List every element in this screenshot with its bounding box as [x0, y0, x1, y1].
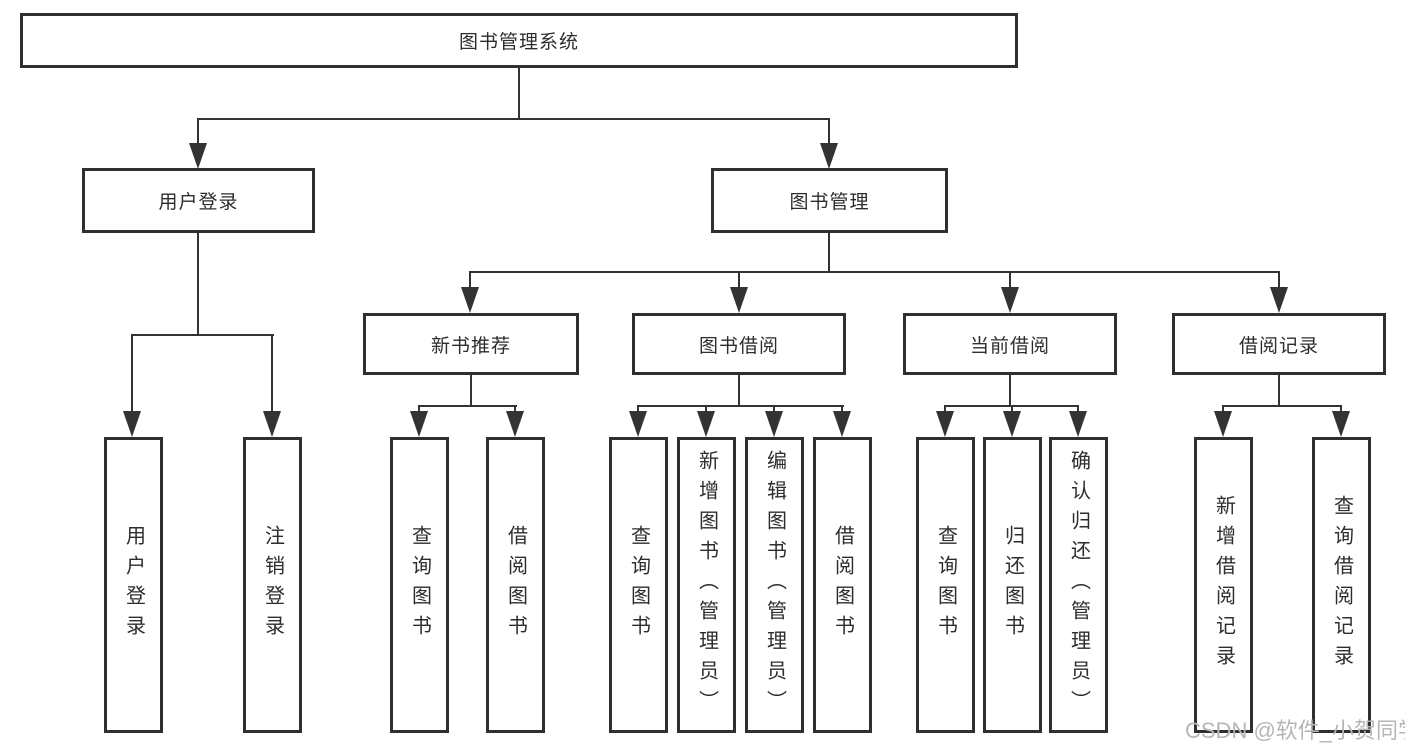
node-label: 查询借阅记录	[1330, 495, 1353, 675]
node-label: 新增图书（管理员）	[695, 450, 718, 720]
node-label: 注销登录	[261, 525, 284, 645]
leaf-user-login: 用户登录	[104, 437, 163, 733]
leaf-query-borrowing-record: 查询借阅记录	[1312, 437, 1371, 733]
connector-branch	[637, 405, 844, 407]
arrowhead-down-icon	[629, 411, 647, 437]
connector-stem	[1009, 375, 1011, 407]
node-label: 查询图书	[627, 525, 650, 645]
arrowhead-down-icon	[506, 411, 524, 437]
arrowhead-down-icon	[189, 143, 207, 169]
node-book-borrowing: 图书借阅	[632, 313, 846, 375]
node-user-login: 用户登录	[82, 168, 315, 233]
connector-stem	[514, 405, 516, 415]
node-label: 借阅图书	[831, 525, 854, 645]
leaf-return-books: 归还图书	[983, 437, 1042, 733]
node-label: 查询图书	[934, 525, 957, 645]
arrowhead-down-icon	[765, 411, 783, 437]
node-borrowing-records: 借阅记录	[1172, 313, 1386, 375]
connector-stem	[841, 405, 843, 415]
connector-stem	[773, 405, 775, 415]
node-label: 新书推荐	[430, 335, 511, 357]
connector-stem	[637, 405, 639, 415]
node-label: 编辑图书（管理员）	[763, 450, 786, 720]
arrowhead-down-icon	[730, 287, 748, 313]
leaf-query-books-recommend: 查询图书	[390, 437, 449, 733]
arrowhead-down-icon	[263, 411, 281, 437]
connector-branch	[469, 271, 1280, 273]
node-book-management: 图书管理	[711, 168, 948, 233]
connector-stem	[738, 375, 740, 407]
connector-stem	[470, 375, 472, 407]
connector-stem	[1009, 271, 1011, 289]
connector-stem	[705, 405, 707, 415]
leaf-add-borrowing-record: 新增借阅记录	[1194, 437, 1253, 733]
connector-stem	[828, 233, 830, 273]
node-label: 图书借阅	[698, 335, 779, 357]
connector-stem	[1278, 375, 1280, 407]
leaf-logout: 注销登录	[243, 437, 302, 733]
watermark: CSDN @软件_小贺同学	[1185, 718, 1405, 743]
connector-branch	[131, 334, 274, 336]
arrowhead-down-icon	[123, 411, 141, 437]
connector-root-branch	[197, 118, 830, 120]
leaf-add-books-admin: 新增图书（管理员）	[677, 437, 736, 733]
node-current-borrowing: 当前借阅	[903, 313, 1117, 375]
leaf-borrow-books-recommend: 借阅图书	[486, 437, 545, 733]
node-label: 新增借阅记录	[1212, 495, 1235, 675]
connector-stem	[1278, 271, 1280, 289]
leaf-borrow-books-borrowing: 借阅图书	[813, 437, 872, 733]
node-library-management-system: 图书管理系统	[20, 13, 1018, 68]
arrowhead-down-icon	[1332, 411, 1350, 437]
arrowhead-down-icon	[833, 411, 851, 437]
connector-stem	[944, 405, 946, 415]
connector-stem	[1340, 405, 1342, 415]
connector-branch	[1222, 405, 1342, 407]
connector-root-stem	[518, 68, 520, 119]
node-label: 查询图书	[408, 525, 431, 645]
node-label: 确认归还（管理员）	[1067, 450, 1090, 720]
arrowhead-down-icon	[1001, 287, 1019, 313]
connector-stem	[469, 271, 471, 289]
leaf-query-books-borrowing: 查询图书	[609, 437, 668, 733]
connector-stem	[1011, 405, 1013, 415]
node-label: 借阅记录	[1238, 335, 1319, 357]
node-new-book-recommendation: 新书推荐	[363, 313, 579, 375]
arrowhead-down-icon	[936, 411, 954, 437]
leaf-edit-books-admin: 编辑图书（管理员）	[745, 437, 804, 733]
connector-branch	[418, 405, 517, 407]
node-label: 用户登录	[158, 192, 239, 213]
connector-stem	[1077, 405, 1079, 415]
node-label: 归还图书	[1001, 525, 1024, 645]
arrowhead-down-icon	[461, 287, 479, 313]
arrowhead-down-icon	[1069, 411, 1087, 437]
leaf-query-books-current: 查询图书	[916, 437, 975, 733]
connector-stem	[828, 118, 830, 146]
arrowhead-down-icon	[1003, 411, 1021, 437]
connector-stem	[1222, 405, 1224, 415]
arrowhead-down-icon	[1214, 411, 1232, 437]
arrowhead-down-icon	[820, 143, 838, 169]
connector-stem	[738, 271, 740, 289]
leaf-confirm-return-admin: 确认归还（管理员）	[1049, 437, 1108, 733]
node-label: 借阅图书	[504, 525, 527, 645]
connector-stem	[197, 118, 199, 146]
node-label: 用户登录	[122, 525, 145, 645]
connector-stem	[271, 334, 273, 414]
node-label: 图书管理	[789, 192, 870, 213]
node-label: 图书管理系统	[458, 32, 579, 53]
arrowhead-down-icon	[410, 411, 428, 437]
connector-stem	[418, 405, 420, 415]
node-label: 当前借阅	[969, 335, 1050, 357]
connector-stem	[131, 334, 133, 414]
arrowhead-down-icon	[697, 411, 715, 437]
arrowhead-down-icon	[1270, 287, 1288, 313]
connector-stem	[197, 233, 199, 336]
